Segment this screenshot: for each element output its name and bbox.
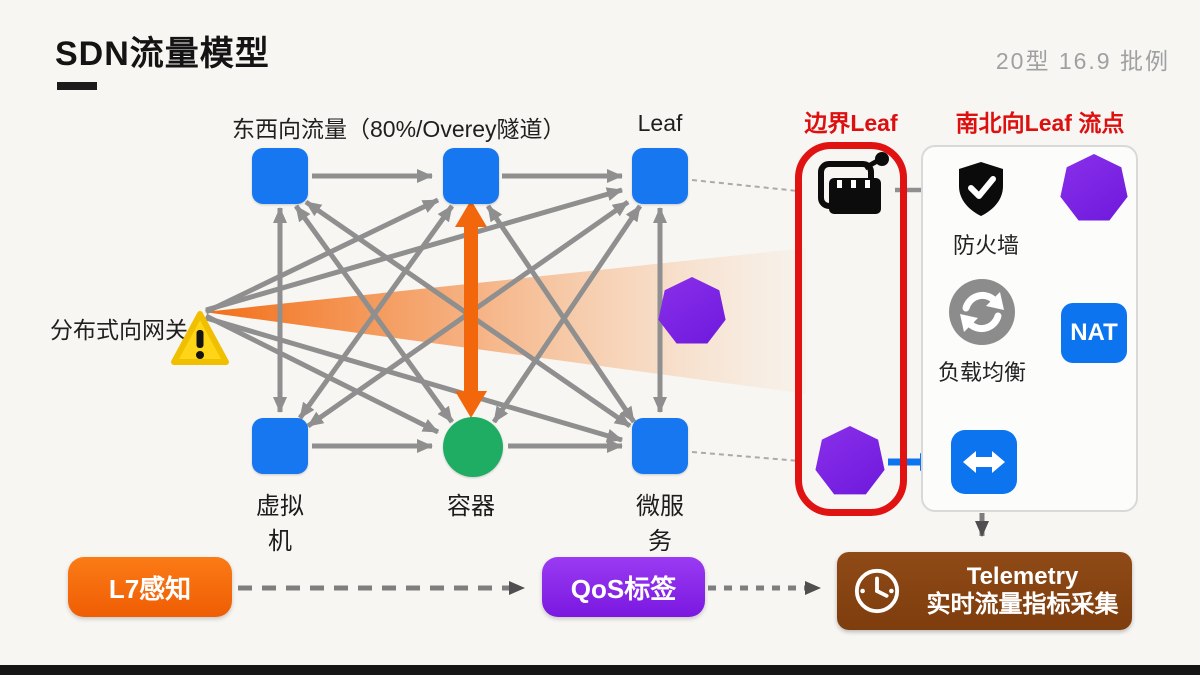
microservice-node: [632, 418, 688, 474]
border-leaf-heptagon-node: [815, 426, 885, 495]
firewall-label: 防火墙: [952, 233, 1019, 258]
telemetry-subtitle: 实时流量指标采集: [926, 591, 1119, 618]
page-meta: 20型 16.9 批例: [995, 48, 1170, 74]
title-underline: [57, 82, 97, 90]
container-node: [443, 417, 503, 477]
left-right-arrows-icon: [963, 451, 1005, 473]
purple-heptagon-node: [658, 277, 726, 344]
load-balancer-icon: [949, 279, 1015, 345]
north-south-heptagon-node: [1060, 154, 1128, 221]
east-west-traffic-arrow: [455, 200, 487, 418]
vm-node: [252, 418, 308, 474]
border-leaf-frame: [795, 142, 907, 516]
firewall-appliance-icon: [818, 152, 889, 214]
east-west-label: 东西向流量（80%/Overey隧道）: [232, 116, 566, 142]
l7-awareness-badge: L7感知: [68, 557, 232, 617]
gateway-label: 分布式向网关: [50, 317, 188, 343]
load-balancer-label: 负载均衡: [937, 360, 1026, 385]
switch-box: [951, 430, 1017, 494]
north-south-title: 南北向Leaf 流点: [955, 110, 1125, 136]
border-leaf-connectors: [691, 179, 801, 462]
shield-check-icon: [959, 162, 1003, 216]
telemetry-title: Telemetry: [966, 563, 1079, 590]
microservice-label: 微服务: [636, 493, 684, 555]
vm-label: 虚拟机: [256, 493, 304, 555]
nat-box: NAT: [1061, 303, 1127, 363]
leaf-node-top-right: [632, 148, 688, 204]
warning-icon: [171, 311, 229, 365]
telemetry-box: Telemetry 实时流量指标采集: [837, 552, 1132, 630]
leaf-node-top-left: [252, 148, 308, 204]
leaf-label: Leaf: [637, 110, 683, 136]
bottom-bar: [0, 665, 1200, 675]
page-title: SDN流量模型: [55, 35, 270, 73]
border-leaf-title: 边界Leaf: [804, 110, 898, 136]
qos-tag-badge: QoS标签: [542, 557, 705, 617]
clock-icon: [854, 568, 900, 614]
container-label: 容器: [447, 493, 495, 520]
leaf-node-top-center: [443, 148, 499, 204]
